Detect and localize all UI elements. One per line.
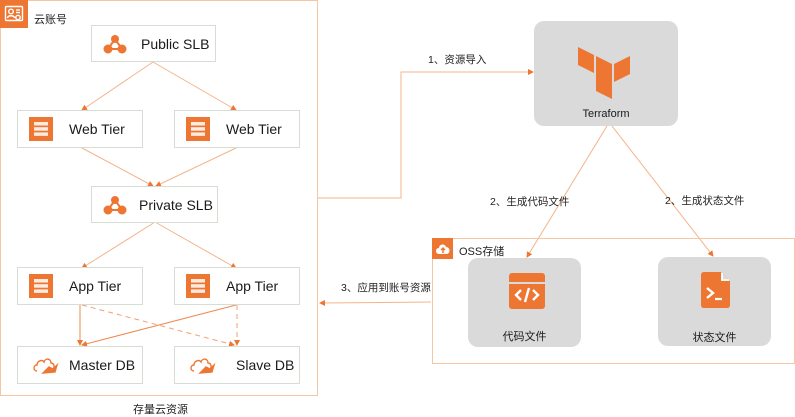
- private-slb-node[interactable]: Private SLB: [91, 186, 218, 223]
- account-settings-icon: [0, 0, 28, 28]
- public-slb-node[interactable]: Public SLB: [91, 25, 216, 62]
- code-window-icon: [509, 273, 545, 314]
- server-icon: [29, 274, 53, 298]
- cloud-account-group: 云账号: [0, 0, 318, 396]
- node-label: Master DB: [69, 357, 136, 373]
- app-tier-node-2[interactable]: App Tier: [174, 267, 300, 305]
- step1-label: 1、资源导入: [428, 54, 487, 66]
- node-label: Public SLB: [141, 35, 210, 52]
- server-icon: [186, 117, 210, 141]
- step2b-label: 2、生成状态文件: [665, 195, 745, 207]
- terraform-card[interactable]: Terraform: [534, 21, 678, 126]
- edge-step1: [318, 69, 534, 199]
- edge-step3: [319, 299, 432, 306]
- step3-label: 3、应用到账号资源: [341, 282, 431, 294]
- node-label: App Tier: [69, 278, 122, 294]
- slave-db-node[interactable]: Slave DB: [174, 346, 300, 384]
- terminal-file-icon: [701, 272, 730, 313]
- node-label: Web Tier: [69, 121, 125, 137]
- state-file-card[interactable]: 状态文件: [658, 257, 771, 346]
- state-file-label: 状态文件: [692, 332, 737, 344]
- code-file-label: 代码文件: [502, 331, 547, 343]
- app-tier-node-1[interactable]: App Tier: [17, 267, 143, 305]
- web-tier-node-2[interactable]: Web Tier: [174, 110, 300, 148]
- account-group-title: 云账号: [34, 14, 67, 26]
- load-balancer-icon: [103, 34, 127, 54]
- database-cloud-icon: [190, 355, 216, 375]
- account-group-caption: 存量云资源: [133, 404, 188, 416]
- server-icon: [29, 117, 53, 141]
- terraform-logo-icon: [576, 45, 632, 106]
- cloud-upload-icon: [432, 238, 453, 259]
- code-file-card[interactable]: 代码文件: [468, 258, 581, 347]
- load-balancer-icon: [103, 195, 127, 215]
- node-label: Web Tier: [226, 121, 282, 137]
- oss-group-title: OSS存储: [459, 246, 505, 258]
- database-cloud-icon: [33, 355, 59, 375]
- node-label: Slave DB: [236, 357, 295, 373]
- step2a-label: 2、生成代码文件: [490, 196, 570, 208]
- node-label: Private SLB: [139, 196, 213, 213]
- web-tier-node-1[interactable]: Web Tier: [17, 110, 143, 148]
- master-db-node[interactable]: Master DB: [17, 346, 143, 384]
- node-label: App Tier: [226, 278, 279, 294]
- edge-step2b: [611, 125, 714, 257]
- server-icon: [186, 274, 210, 298]
- terraform-label: Terraform: [582, 108, 630, 120]
